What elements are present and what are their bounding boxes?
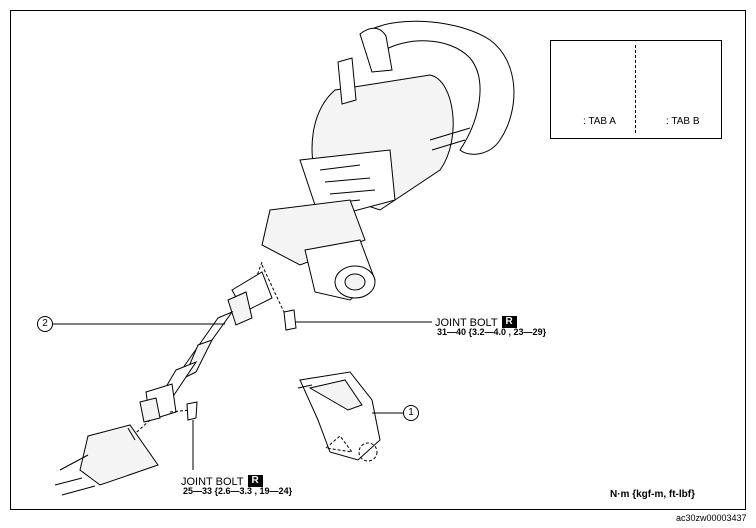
upper-joint-bolt-label: JOINT BOLT [435, 317, 498, 329]
lower-joint-bolt-label: JOINT BOLT [181, 476, 244, 488]
steering-gear-input [54, 424, 159, 496]
column-body [261, 57, 471, 301]
diagram-frame [10, 10, 746, 510]
intermediate-shaft [127, 261, 273, 441]
upper-joint-bolt [261, 264, 297, 331]
callout-2: 2 [37, 316, 53, 332]
lower-joint-bolt [169, 401, 198, 421]
callout-1: 1 [403, 405, 419, 421]
torque-units: N·m {kgf-m, ft-lbf} [610, 489, 695, 500]
upper-joint-bolt-badge: R [501, 315, 517, 328]
tab-legend: : TAB A : TAB B [550, 40, 722, 139]
lower-joint-bolt-badge: R [247, 474, 263, 487]
document-id: ac30zw00003437 [676, 513, 747, 523]
column-cover [297, 371, 381, 462]
lower-joint-bolt-torque: 25—33 {2.6—3.3 , 19—24} [183, 486, 293, 496]
legend-divider [635, 45, 636, 133]
steering-wheel [359, 20, 515, 155]
tab-b-label: : TAB B [666, 116, 700, 127]
upper-joint-bolt-torque: 31—40 {3.2—4.0 , 23—29} [437, 327, 547, 337]
tab-a-label: : TAB A [583, 116, 616, 127]
